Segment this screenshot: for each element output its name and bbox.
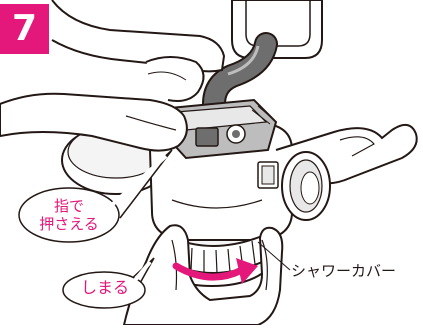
shower-cover-label: シャワーカバー [291, 262, 397, 280]
step-number-badge: 7 [0, 4, 49, 54]
callout-press-text: 指で 押さえる [24, 197, 114, 233]
callout-press-line1: 指で [53, 197, 84, 215]
clamp-block [164, 98, 278, 160]
callout-tighten-text: しまる [80, 278, 129, 297]
callout-bubble-tighten [62, 257, 155, 309]
part-label-leader [257, 241, 291, 271]
neck-tube [202, 32, 278, 130]
upper-hand [0, 0, 226, 152]
shower-cover-arm [275, 123, 418, 221]
callout-bubble-press [18, 149, 173, 243]
curved-arrow-right-icon [172, 258, 258, 284]
callout-press-line2: 押さえる [39, 215, 99, 233]
